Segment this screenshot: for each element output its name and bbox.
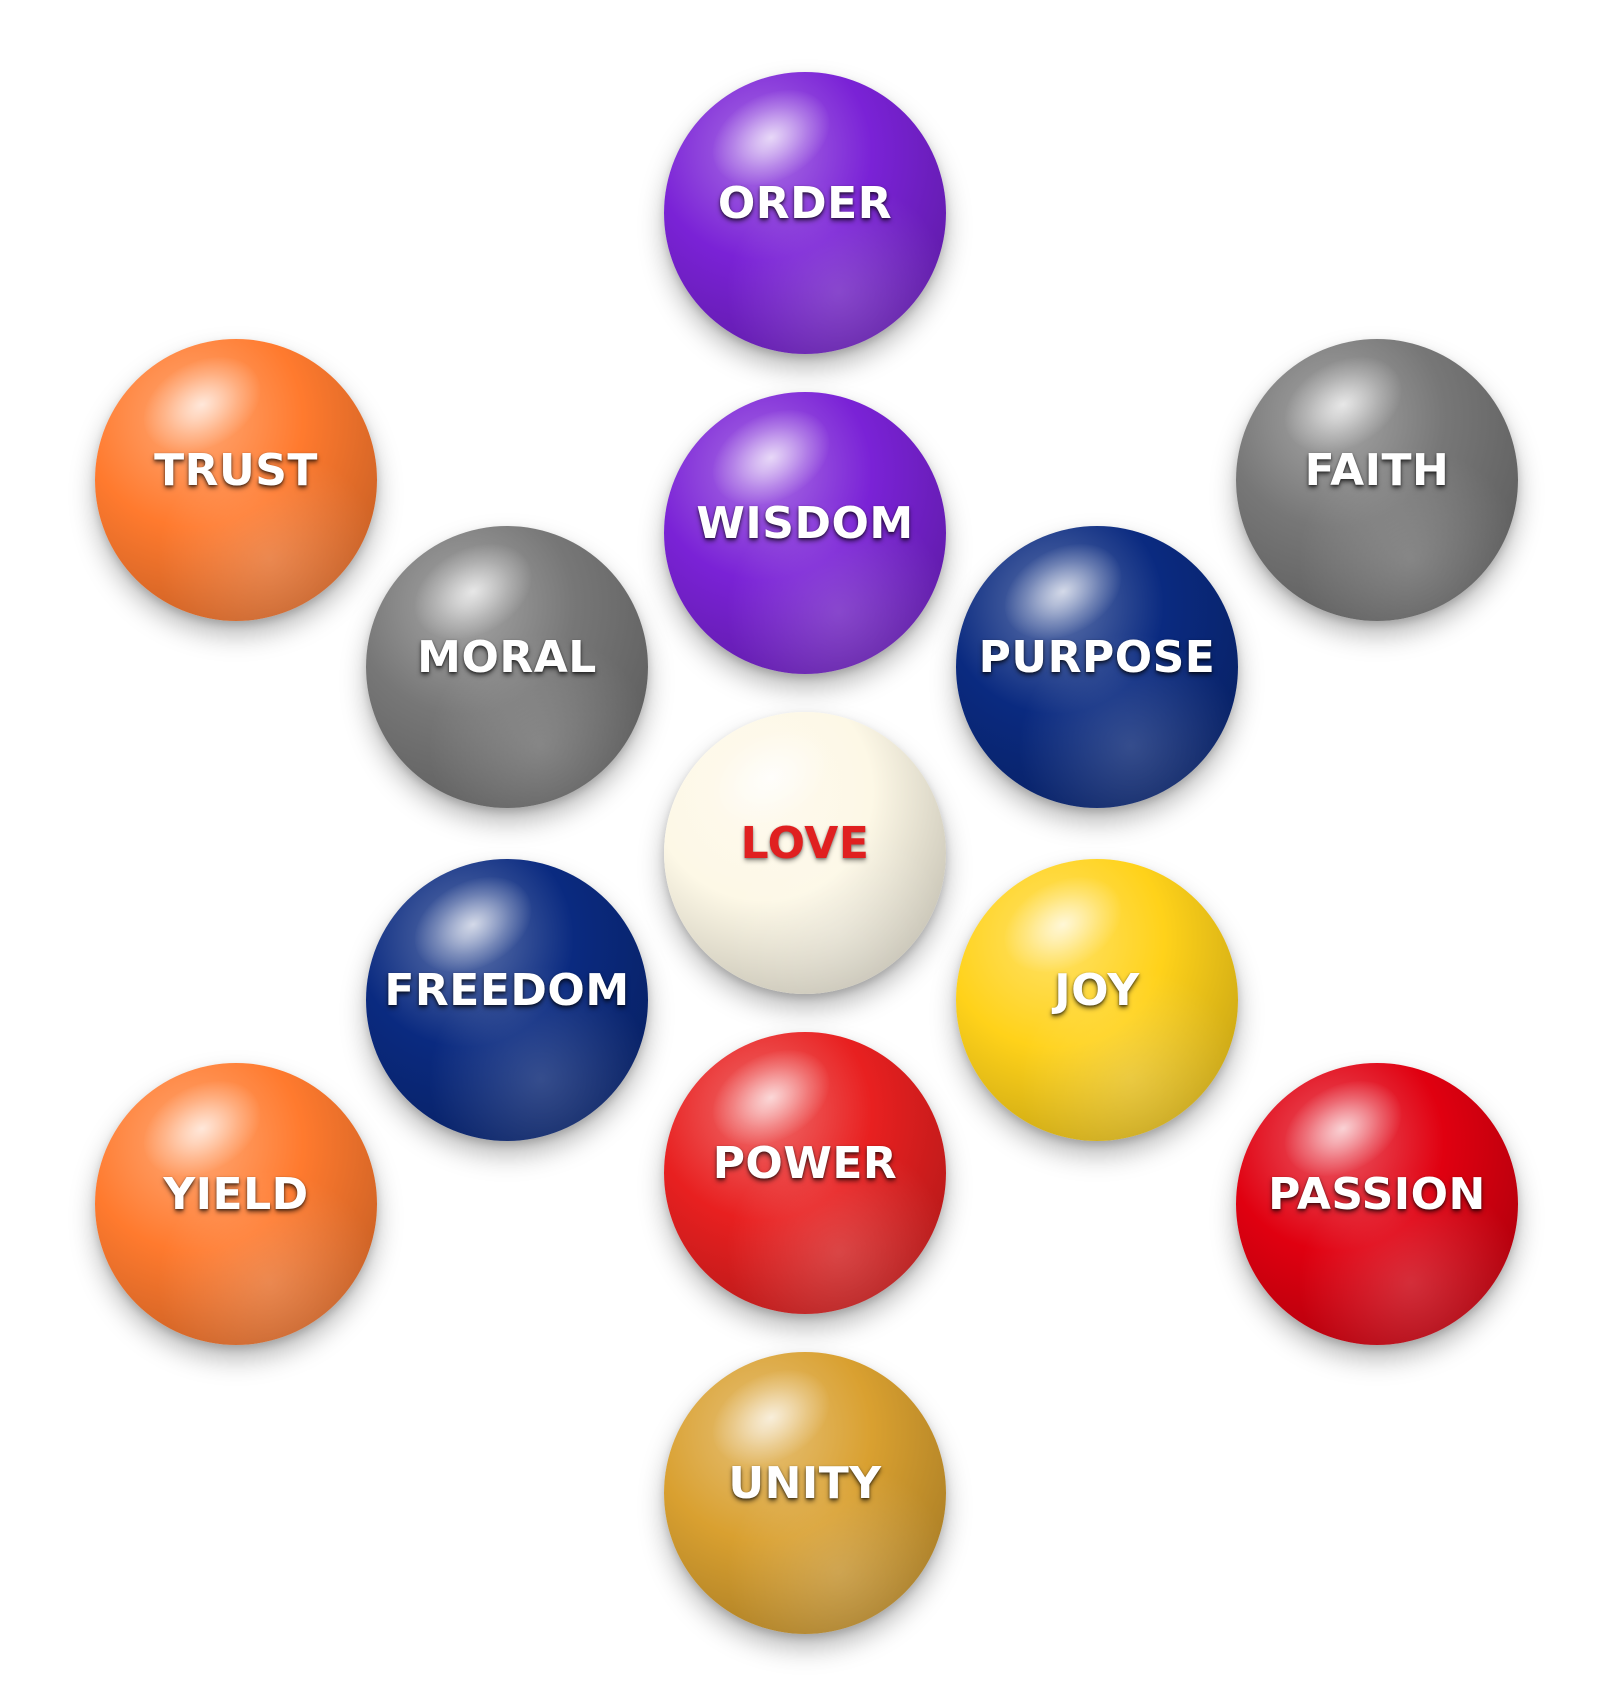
sphere-label-unity: UNITY bbox=[728, 1457, 882, 1509]
sphere-freedom: FREEDOM bbox=[366, 859, 648, 1141]
sphere-passion: PASSION bbox=[1236, 1063, 1518, 1345]
sphere-label-purpose: PURPOSE bbox=[978, 631, 1216, 683]
sphere-label-faith: FAITH bbox=[1304, 444, 1450, 496]
sphere-label-trust: TRUST bbox=[154, 444, 318, 496]
sphere-joy: JOY bbox=[956, 859, 1238, 1141]
sphere-yield: YIELD bbox=[95, 1063, 377, 1345]
sphere-moral: MORAL bbox=[366, 526, 648, 808]
sphere-label-joy: JOY bbox=[1054, 964, 1140, 1016]
sphere-label-wisdom: WISDOM bbox=[696, 497, 914, 549]
sphere-love: LOVE bbox=[664, 712, 946, 994]
sphere-purpose: PURPOSE bbox=[956, 526, 1238, 808]
sphere-power: POWER bbox=[664, 1032, 946, 1314]
sphere-faith: FAITH bbox=[1236, 339, 1518, 621]
sphere-label-love: LOVE bbox=[740, 817, 870, 869]
sphere-label-freedom: FREEDOM bbox=[384, 964, 630, 1016]
sphere-label-order: ORDER bbox=[717, 177, 893, 229]
sphere-label-moral: MORAL bbox=[417, 631, 597, 683]
sphere-label-passion: PASSION bbox=[1268, 1168, 1486, 1220]
sphere-label-power: POWER bbox=[712, 1137, 898, 1189]
sphere-unity: UNITY bbox=[664, 1352, 946, 1634]
sphere-trust: TRUST bbox=[95, 339, 377, 621]
sphere-label-yield: YIELD bbox=[163, 1168, 309, 1220]
sphere-wisdom: WISDOM bbox=[664, 392, 946, 674]
sphere-order: ORDER bbox=[664, 72, 946, 354]
